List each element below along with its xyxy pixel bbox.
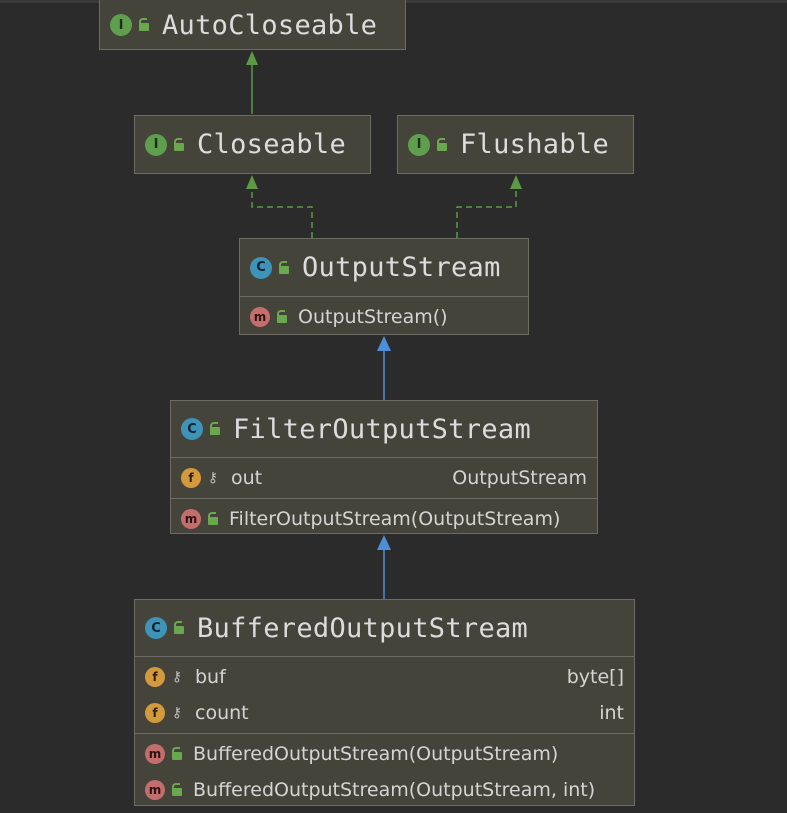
method-row[interactable]: m FilterOutputStream(OutputStream) — [171, 501, 597, 533]
node-title: FilterOutputStream — [233, 413, 531, 445]
node-closeable[interactable]: I Closeable — [134, 115, 371, 174]
node-title: AutoCloseable — [162, 9, 378, 41]
node-header: C OutputStream — [240, 239, 528, 296]
field-icon: f — [145, 667, 165, 687]
node-title: Closeable — [197, 129, 346, 160]
public-lock-icon — [171, 783, 183, 797]
class-icon: C — [181, 418, 203, 440]
node-filteroutputstream[interactable]: C FilterOutputStream f ⚷ out OutputStrea… — [170, 400, 598, 534]
protected-key-icon: ⚷ — [171, 669, 183, 685]
field-name: count — [195, 702, 249, 724]
method-icon: m — [181, 509, 201, 529]
node-outputstream[interactable]: C OutputStream m OutputStream() — [239, 238, 529, 335]
fields-section: f ⚷ buf byte[] f ⚷ count int — [135, 656, 634, 733]
node-title: BufferedOutputStream — [197, 612, 529, 644]
field-type: byte[] — [566, 666, 624, 688]
method-row[interactable]: m OutputStream() — [240, 299, 528, 334]
node-flushable[interactable]: I Flushable — [397, 115, 634, 174]
public-lock-icon — [278, 260, 290, 275]
method-signature: BufferedOutputStream(OutputStream, int) — [193, 779, 596, 801]
field-icon: f — [181, 468, 201, 488]
node-title: Flushable — [460, 129, 609, 160]
method-row[interactable]: m BufferedOutputStream(OutputStream) — [135, 736, 634, 772]
method-signature: FilterOutputStream(OutputStream) — [229, 508, 561, 530]
node-header: C FilterOutputStream — [171, 401, 597, 457]
field-row[interactable]: f ⚷ out OutputStream — [171, 460, 597, 496]
method-icon: m — [250, 307, 270, 327]
method-icon: m — [145, 744, 165, 764]
field-type: int — [599, 702, 624, 724]
class-icon: C — [145, 617, 167, 639]
public-lock-icon — [173, 137, 185, 152]
edge-filteroutputstream-extends-outputstream — [377, 336, 391, 400]
interface-icon: I — [145, 133, 167, 156]
node-header: I Closeable — [135, 116, 370, 173]
public-lock-icon — [276, 310, 288, 324]
protected-key-icon: ⚷ — [171, 705, 183, 721]
public-lock-icon — [209, 422, 221, 436]
method-signature: OutputStream() — [298, 306, 448, 328]
interface-icon: I — [110, 14, 132, 36]
methods-section: m FilterOutputStream(OutputStream) — [171, 498, 597, 533]
method-icon: m — [145, 780, 165, 800]
fields-section: f ⚷ out OutputStream — [171, 457, 597, 498]
field-name: out — [231, 467, 263, 489]
node-header: I Flushable — [398, 116, 633, 173]
protected-key-icon: ⚷ — [207, 470, 219, 486]
method-signature: BufferedOutputStream(OutputStream) — [193, 743, 559, 765]
public-lock-icon — [138, 18, 150, 32]
field-row[interactable]: f ⚷ count int — [135, 695, 634, 731]
node-header: C BufferedOutputStream — [135, 600, 634, 656]
methods-section: m OutputStream() — [240, 296, 528, 334]
interface-icon: I — [408, 133, 430, 156]
field-icon: f — [145, 703, 165, 723]
edge-bufferedoutputstream-extends-filteroutputstream — [377, 535, 391, 599]
methods-section: m BufferedOutputStream(OutputStream) m B… — [135, 733, 634, 805]
public-lock-icon — [171, 747, 183, 761]
edge-outputstream-implements-flushable — [456, 175, 522, 238]
edge-outputstream-implements-closeable — [246, 175, 313, 238]
node-autocloseable[interactable]: I AutoCloseable — [99, 0, 406, 50]
field-type: OutputStream — [452, 467, 587, 489]
field-row[interactable]: f ⚷ buf byte[] — [135, 659, 634, 695]
method-row[interactable]: m BufferedOutputStream(OutputStream, int… — [135, 772, 634, 805]
edge-closeable-extends-autocloseable — [246, 51, 258, 114]
field-name: buf — [195, 666, 226, 688]
class-icon: C — [250, 256, 272, 279]
node-title: OutputStream — [302, 252, 501, 283]
public-lock-icon — [207, 512, 219, 526]
node-header: I AutoCloseable — [100, 0, 405, 49]
public-lock-icon — [436, 137, 448, 152]
public-lock-icon — [173, 621, 185, 635]
node-bufferedoutputstream[interactable]: C BufferedOutputStream f ⚷ buf byte[] f … — [134, 599, 635, 806]
